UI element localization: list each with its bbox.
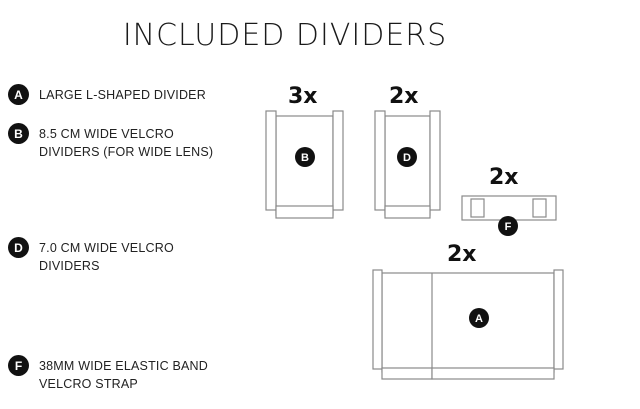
legend-item-f: F 38MM WIDE ELASTIC BAND VELCRO STRAP <box>8 355 208 393</box>
badge-a: A <box>8 84 29 105</box>
legend-b-line-1: 8.5 CM WIDE VELCRO <box>39 127 174 141</box>
legend-a-line-1: LARGE L-SHAPED DIVIDER <box>39 88 206 102</box>
legend-item-a: A LARGE L-SHAPED DIVIDER <box>8 84 206 105</box>
quantity-d: 2x <box>389 84 419 109</box>
legend-f-line-1: 38MM WIDE ELASTIC BAND <box>39 359 209 373</box>
quantity-a: 2x <box>447 242 477 267</box>
badge-on-b: B <box>295 147 315 167</box>
legend-text-f: 38MM WIDE ELASTIC BAND VELCRO STRAP <box>39 357 208 393</box>
legend-item-b: B 8.5 CM WIDE VELCRO DIVIDERS (FOR WIDE … <box>8 123 213 161</box>
legend-text-a: LARGE L-SHAPED DIVIDER <box>39 86 206 104</box>
legend-item-d: D 7.0 CM WIDE VELCRO DIVIDERS <box>8 237 174 275</box>
badge-on-f-text: F <box>505 221 512 233</box>
badge-on-a-text: A <box>475 313 483 325</box>
divider-b-drawing <box>265 110 344 219</box>
badge-b: B <box>8 123 29 144</box>
badge-on-b-text: B <box>301 152 309 164</box>
legend-d-line-1: 7.0 CM WIDE VELCRO <box>39 241 174 255</box>
divider-a-drawing <box>372 269 564 380</box>
badge-on-a: A <box>469 308 489 328</box>
badge-on-d: D <box>397 147 417 167</box>
badge-on-d-text: D <box>403 152 411 164</box>
quantity-f: 2x <box>489 165 519 190</box>
legend-d-line-2: DIVIDERS <box>39 259 100 273</box>
badge-f: F <box>8 355 29 376</box>
legend-text-d: 7.0 CM WIDE VELCRO DIVIDERS <box>39 239 174 275</box>
badge-d: D <box>8 237 29 258</box>
legend-b-line-2: DIVIDERS (FOR WIDE LENS) <box>39 145 214 159</box>
page-title: INCLUDED DIVIDERS <box>122 18 448 53</box>
legend-text-b: 8.5 CM WIDE VELCRO DIVIDERS (FOR WIDE LE… <box>39 125 213 161</box>
legend-f-line-2: VELCRO STRAP <box>39 377 138 391</box>
badge-on-f: F <box>498 216 518 236</box>
quantity-b: 3x <box>288 84 318 109</box>
